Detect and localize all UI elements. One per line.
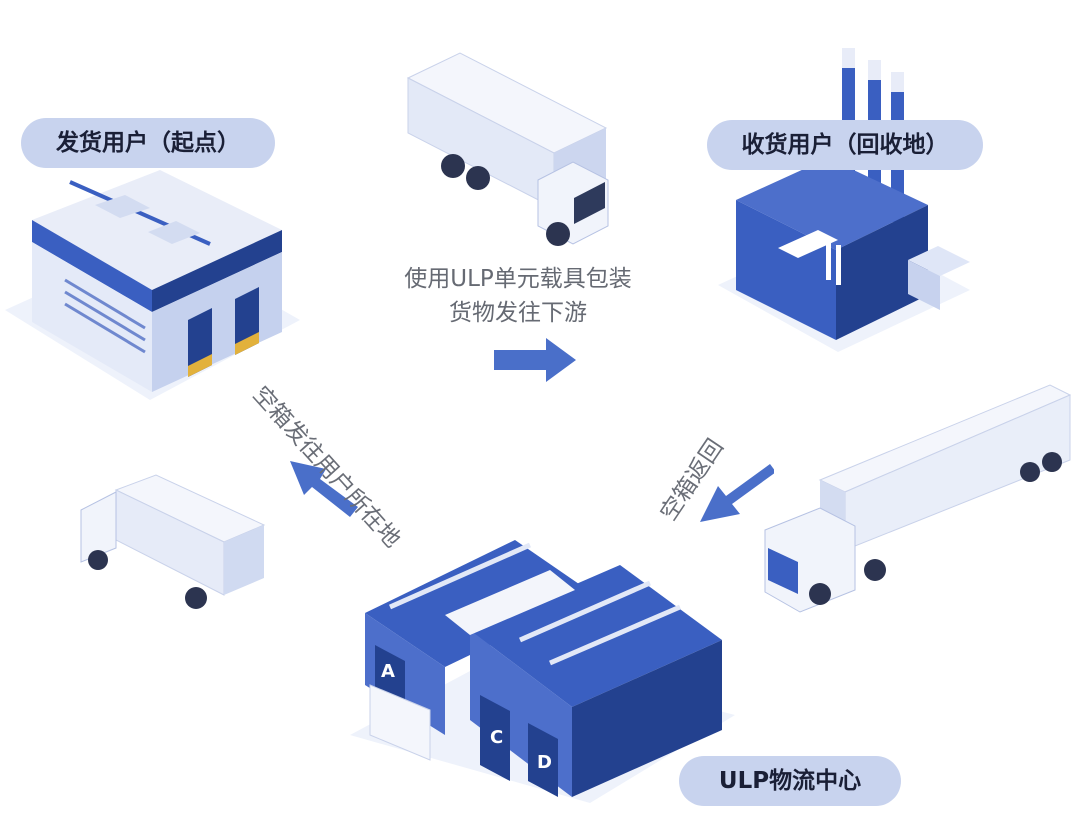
ship-caption-line1: 使用ULP单元载具包装 — [404, 266, 632, 292]
dock-letter-c: C — [490, 727, 504, 748]
logistics-center-illustration — [350, 540, 735, 803]
receiver-label: 收货用户（回收地） — [707, 120, 983, 170]
shipper-label: 发货用户（起点） — [21, 118, 275, 168]
arrow-dispatch-icon — [290, 461, 358, 517]
shipper-warehouse-illustration — [5, 170, 300, 400]
box-truck-illustration — [80, 474, 266, 609]
arrow-right-icon — [494, 338, 576, 382]
arrow-return-icon — [700, 464, 774, 522]
semi-truck-illustration — [764, 384, 1072, 613]
receiver-factory-illustration — [718, 48, 970, 352]
dock-letter-a: A — [381, 661, 395, 682]
ship-caption-line2: 货物发往下游 — [449, 300, 587, 326]
delivery-truck-illustration — [406, 52, 609, 246]
dock-letter-d: D — [537, 752, 552, 773]
logistics-center-label: ULP物流中心 — [679, 756, 901, 806]
